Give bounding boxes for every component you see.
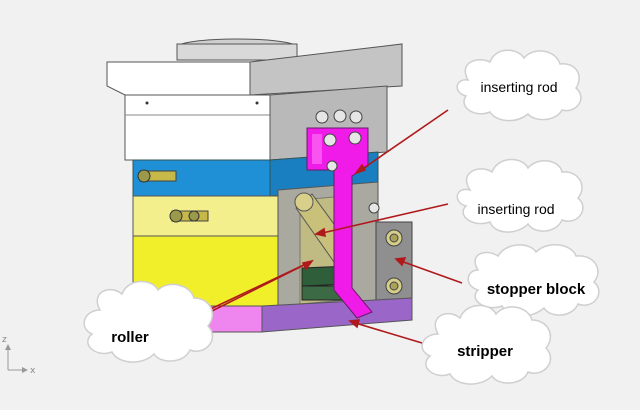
- callout-inserting-rod-1: inserting rod: [456, 49, 582, 122]
- locating-ring-body: [176, 43, 298, 61]
- callout-stopper-block: stopper block: [467, 244, 600, 317]
- label-stripper: stripper: [457, 343, 513, 360]
- axis-x-label: x: [30, 366, 36, 376]
- top-clamp-plate-side: [249, 43, 403, 96]
- label-roller: roller: [111, 329, 149, 346]
- callout-inserting-rod-2: inserting rod: [456, 158, 584, 233]
- a-plate: [124, 94, 271, 161]
- axis-triad: z x: [2, 335, 36, 376]
- callout-stripper: stripper: [421, 304, 552, 385]
- inserting-rod-part: [306, 127, 373, 319]
- axis-z-label: z: [2, 335, 7, 345]
- label-inserting-rod-1: inserting rod: [480, 79, 557, 95]
- label-inserting-rod-2: inserting rod: [477, 201, 554, 217]
- annotation-arrows: [199, 109, 463, 347]
- label-stopper-block: stopper block: [487, 281, 586, 298]
- top-clamp-plate: [106, 61, 251, 96]
- callout-roller: roller: [83, 280, 214, 363]
- bolts-top: [315, 109, 380, 214]
- bolts-left: [137, 169, 209, 223]
